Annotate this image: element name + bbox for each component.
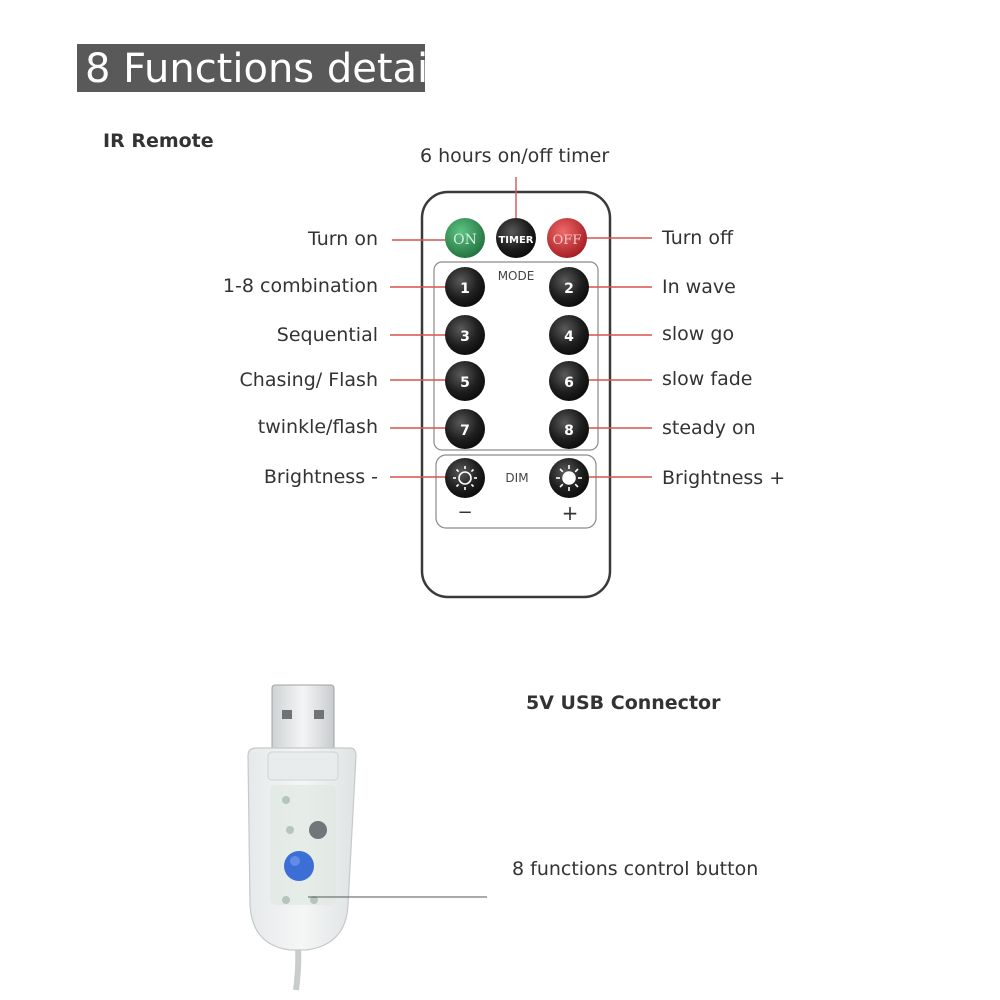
button-7[interactable]: 7 xyxy=(445,409,485,449)
dim-label: DIM xyxy=(505,471,528,485)
svg-text:TIMER: TIMER xyxy=(498,235,533,246)
label-turn-on: Turn on xyxy=(308,228,378,250)
sun-filled-icon xyxy=(556,465,582,491)
label-brightness-minus: Brightness - xyxy=(263,466,378,488)
label-steady-on: steady on xyxy=(662,417,756,439)
page-title: 8 Functions detail xyxy=(85,46,440,92)
svg-text:ON: ON xyxy=(453,232,477,248)
usb-plug xyxy=(271,684,335,754)
timer-label: 6 hours on/off timer xyxy=(420,145,610,167)
usb-chip xyxy=(309,821,327,839)
off-button[interactable]: OFF xyxy=(547,218,587,258)
button-8[interactable]: 8 xyxy=(549,409,589,449)
usb-pcb xyxy=(270,785,336,905)
plus-label: + xyxy=(562,501,579,525)
svg-text:3: 3 xyxy=(460,329,470,345)
usb-plug-hole-right xyxy=(314,710,324,719)
label-combination: 1-8 combination xyxy=(222,275,378,297)
button-2[interactable]: 2 xyxy=(549,267,589,307)
button-5[interactable]: 5 xyxy=(445,361,485,401)
label-slow-fade: slow fade xyxy=(662,368,753,390)
label-in-wave: In wave xyxy=(662,276,736,298)
dim-panel xyxy=(435,454,597,529)
svg-text:2: 2 xyxy=(564,281,574,297)
button-4[interactable]: 4 xyxy=(549,315,589,355)
button-6[interactable]: 6 xyxy=(549,361,589,401)
label-chasing-flash: Chasing/ Flash xyxy=(239,369,378,391)
usb-heading: 5V USB Connector xyxy=(526,692,721,714)
svg-text:7: 7 xyxy=(460,423,470,439)
svg-text:8: 8 xyxy=(564,423,574,439)
label-turn-off: Turn off xyxy=(662,227,734,249)
ir-remote-heading: IR Remote xyxy=(103,130,214,152)
sun-outline-icon xyxy=(453,466,477,490)
usb-inner-plug xyxy=(267,751,339,781)
brightness-down-button[interactable] xyxy=(445,458,485,498)
usb-control-label: 8 functions control button xyxy=(512,858,759,880)
timer-button[interactable]: TIMER xyxy=(496,218,536,258)
on-button[interactable]: ON xyxy=(445,218,485,258)
svg-text:6: 6 xyxy=(564,375,574,391)
usb-plug-hole-left xyxy=(282,710,292,719)
button-3[interactable]: 3 xyxy=(445,315,485,355)
button-1[interactable]: 1 xyxy=(445,267,485,307)
label-sequential: Sequential xyxy=(276,324,378,346)
label-brightness-plus: Brightness + xyxy=(662,467,786,489)
svg-text:5: 5 xyxy=(460,375,470,391)
svg-text:4: 4 xyxy=(564,329,574,345)
label-twinkle-flash: twinkle/flash xyxy=(257,416,378,438)
usb-connector xyxy=(247,684,357,991)
mode-panel xyxy=(433,261,599,451)
brightness-up-button[interactable] xyxy=(549,458,589,498)
minus-label: − xyxy=(457,502,472,523)
svg-text:OFF: OFF xyxy=(553,233,582,248)
mode-label: MODE xyxy=(498,269,535,283)
usb-control-button[interactable] xyxy=(284,851,314,881)
label-slow-go: slow go xyxy=(662,323,735,345)
title-bar: 8 Functions detail xyxy=(77,44,439,92)
svg-text:1: 1 xyxy=(460,281,470,297)
